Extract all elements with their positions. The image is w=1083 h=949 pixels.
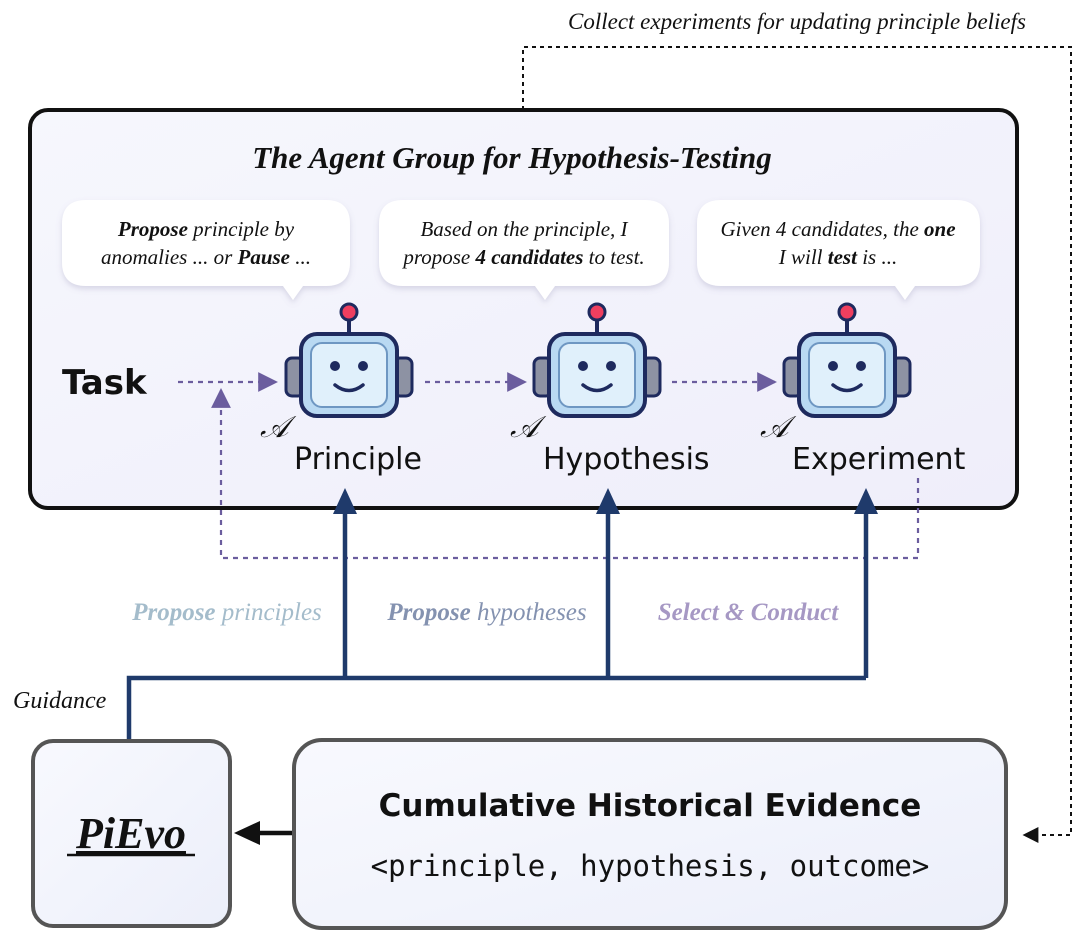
evidence-tuple: <principle, hypothesis, outcome> xyxy=(371,849,930,883)
pievo-label: PiEvo xyxy=(75,809,186,858)
task-label: Task xyxy=(62,363,148,403)
bubble-line: Given 4 candidates, the one xyxy=(720,217,955,241)
feedback-loop-arrow xyxy=(522,46,1072,843)
action-label: Propose hypotheses xyxy=(386,599,586,626)
speech-bubble-principle xyxy=(62,200,350,300)
robot-icon xyxy=(782,302,912,418)
guidance-connectors xyxy=(126,510,869,740)
bubble-line: anomalies ... or Pause ... xyxy=(101,245,311,269)
bubble-line: Based on the principle, I xyxy=(420,217,628,241)
agent-group-title: The Agent Group for Hypothesis-Testing xyxy=(252,140,772,175)
action-label: Propose principles xyxy=(131,599,322,626)
evidence-to-pievo-arrow xyxy=(234,821,292,845)
evidence-title: Cumulative Historical Evidence xyxy=(379,788,922,824)
evidence-box xyxy=(292,738,1008,930)
experiment-loop-arrow xyxy=(211,388,920,560)
guidance-arrowheads xyxy=(333,488,878,514)
action-label: Select & Conduct xyxy=(658,599,840,626)
robot-icon xyxy=(532,302,662,418)
speech-bubble-hypothesis xyxy=(379,200,669,300)
bubble-line: Propose principle by xyxy=(117,217,295,241)
bubble-line: I will test is ... xyxy=(778,245,897,269)
bubble-line: propose 4 candidates to test. xyxy=(401,245,644,269)
agent-name: Experiment xyxy=(792,442,966,477)
guidance-label: Guidance xyxy=(13,688,107,714)
pievo-box xyxy=(31,739,232,928)
top-note: Collect experiments for updating princip… xyxy=(568,9,1026,34)
robot-icon xyxy=(284,302,414,418)
speech-bubble-experiment xyxy=(697,200,980,300)
agent-name: Hypothesis xyxy=(543,442,710,477)
agent-name: Principle xyxy=(294,442,422,477)
